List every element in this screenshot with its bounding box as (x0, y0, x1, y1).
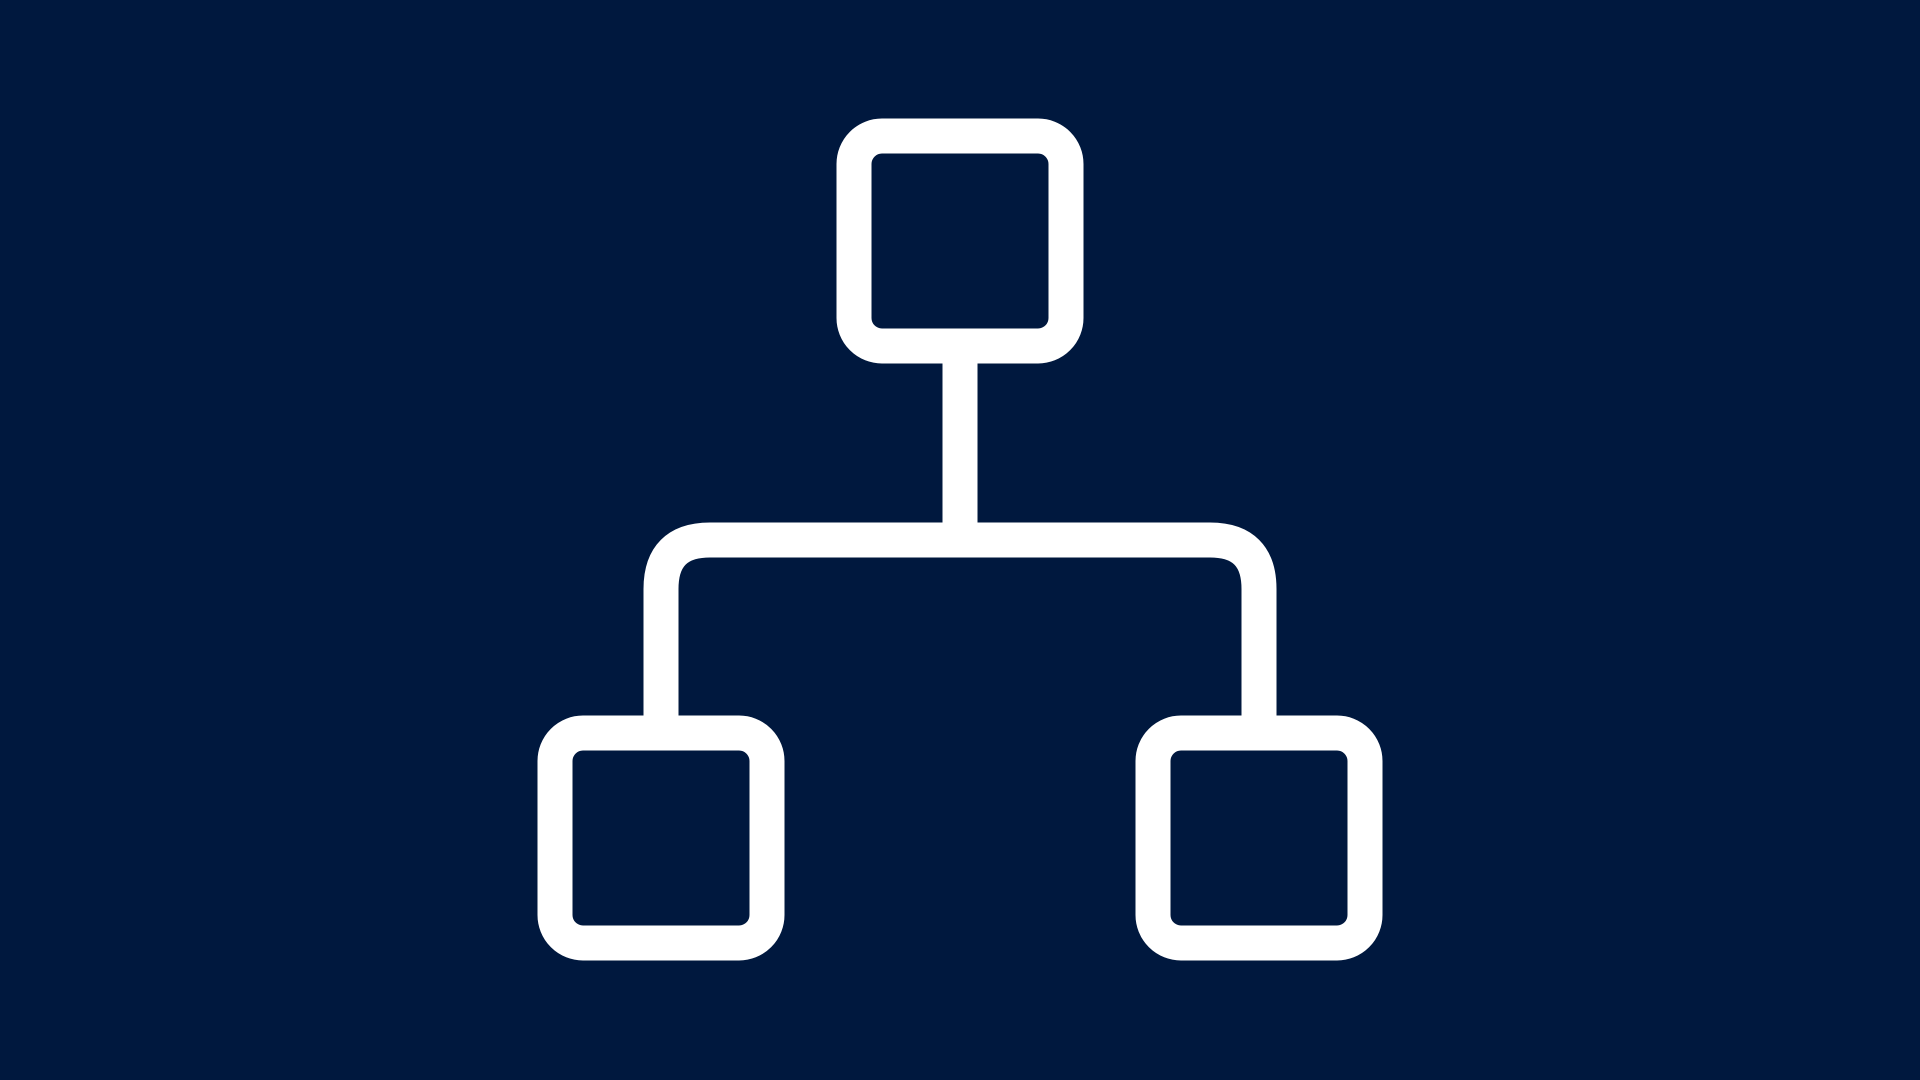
connector-branch (643, 522, 1277, 733)
node-root (836, 118, 1084, 364)
node-child-left (537, 715, 785, 961)
node-child-right (1135, 715, 1383, 961)
